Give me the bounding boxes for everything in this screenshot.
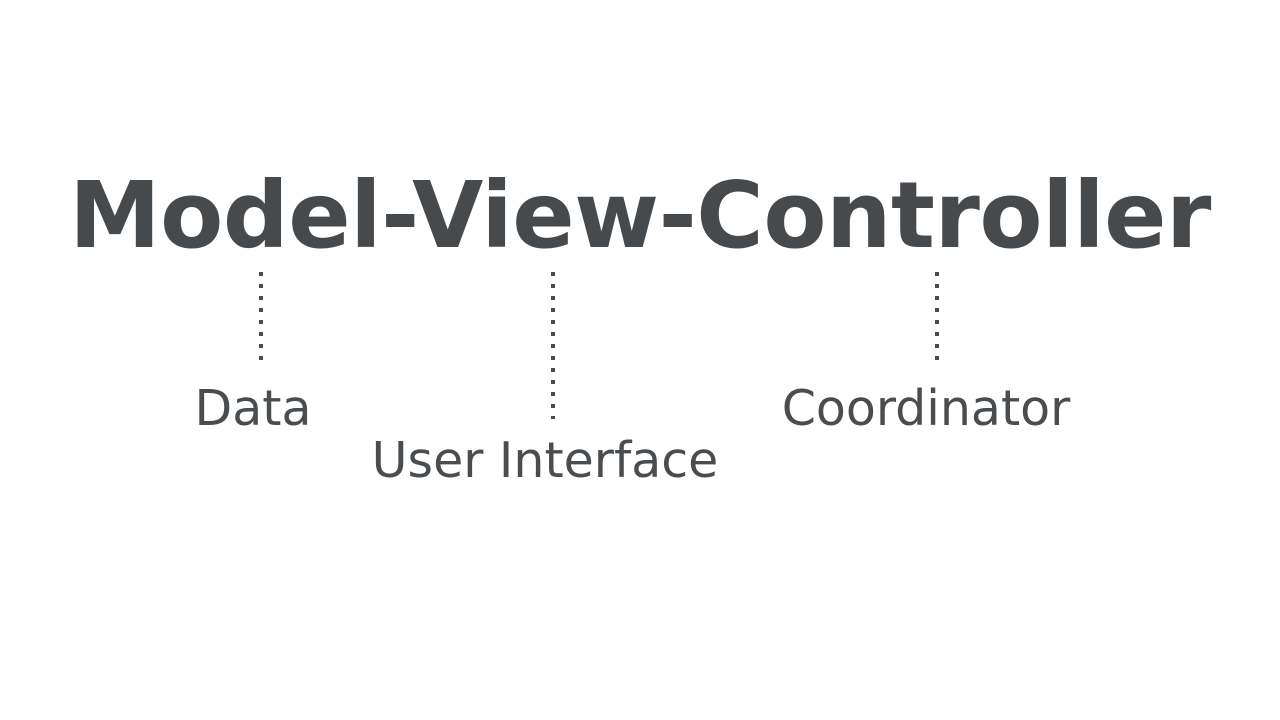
leader-line-data: [259, 272, 263, 364]
annotation-label-data: Data: [194, 380, 312, 437]
leader-line-coordinator: [935, 272, 939, 364]
page-title: Model-View-Controller: [69, 162, 1211, 269]
annotation-label-coordinator: Coordinator: [781, 380, 1071, 437]
annotation-label-user-interface: User Interface: [371, 432, 719, 489]
leader-line-user-interface: [551, 272, 555, 419]
